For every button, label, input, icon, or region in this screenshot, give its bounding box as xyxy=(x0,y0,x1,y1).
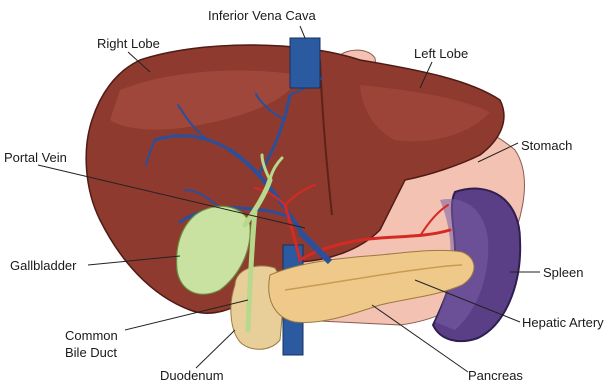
label-common-bile-duct-line1: Common xyxy=(65,328,118,343)
label-common-bile-duct-line2: Bile Duct xyxy=(65,345,117,360)
label-pancreas: Pancreas xyxy=(468,368,523,383)
label-portal-vein: Portal Vein xyxy=(4,150,67,165)
label-spleen: Spleen xyxy=(543,265,583,280)
label-duodenum: Duodenum xyxy=(160,368,224,383)
leader-duodenum xyxy=(196,330,235,368)
label-inferior-vena-cava: Inferior Vena Cava xyxy=(208,8,316,23)
label-right-lobe: Right Lobe xyxy=(97,36,160,51)
ivc-upper xyxy=(290,38,320,88)
label-left-lobe: Left Lobe xyxy=(414,46,468,61)
leader-inferior-vena-cava xyxy=(300,26,305,38)
label-gallbladder: Gallbladder xyxy=(10,258,77,273)
label-stomach: Stomach xyxy=(521,138,572,153)
label-hepatic-artery: Hepatic Artery xyxy=(522,315,604,330)
